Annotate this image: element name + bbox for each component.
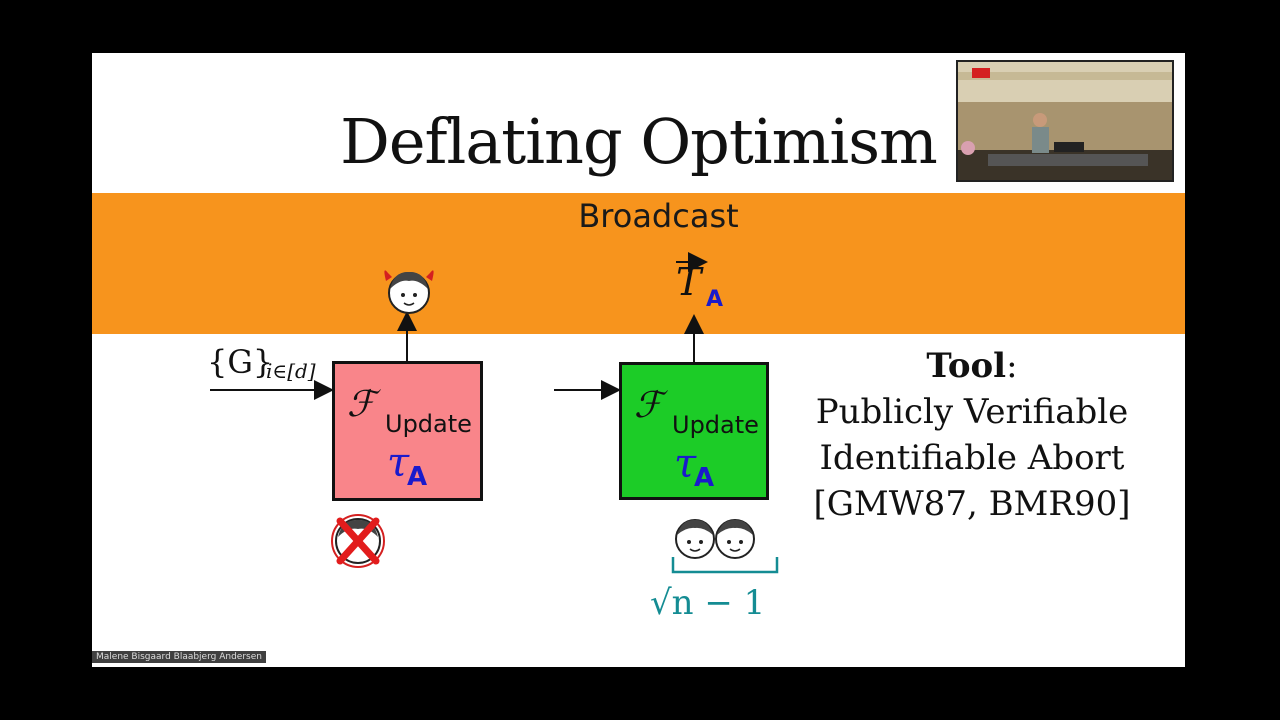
slide-title: Deflating Optimism xyxy=(340,105,938,178)
tool-line: Publicly Verifiable xyxy=(815,392,1129,432)
group-size-label: √n − 1 xyxy=(650,583,766,623)
functionality-label: Update xyxy=(385,410,472,438)
functionality-symbol: ℱ xyxy=(347,384,376,425)
tau-subscript: A xyxy=(694,463,715,493)
output-vector-symbol: T xyxy=(676,260,702,304)
webcam-scene xyxy=(958,62,1172,180)
tool-description: Tool: Publicly Verifiable Identifiable A… xyxy=(792,343,1152,527)
broadcast-band xyxy=(92,193,1185,334)
update-functionality-box-corrupt: ℱ Update τ A xyxy=(332,361,483,501)
input-set-subscript: i∈[d] xyxy=(266,359,316,383)
update-functionality-box-honest: ℱ Update τ A xyxy=(619,362,769,500)
tool-line: Identifiable Abort xyxy=(819,438,1125,478)
tool-heading: Tool xyxy=(926,346,1007,386)
crossed-avatar-icon xyxy=(331,514,385,568)
speaker-name-caption: Malene Bisgaard Blaabjerg Andersen xyxy=(92,651,266,663)
webcam-feed xyxy=(956,60,1174,182)
tau-subscript: A xyxy=(407,462,428,492)
broadcast-label: Broadcast xyxy=(578,197,739,235)
diagram-arrows xyxy=(210,252,779,574)
twin-avatars-icon xyxy=(675,519,755,559)
functionality-symbol: ℱ xyxy=(634,385,663,426)
tau-symbol: τ xyxy=(387,440,410,486)
devil-avatar-icon xyxy=(384,270,434,314)
tool-line: [GMW87, BMR90] xyxy=(813,484,1131,524)
input-set-label: {G} xyxy=(207,343,274,381)
output-vector-subscript: A xyxy=(706,287,724,312)
tau-symbol: τ xyxy=(674,441,697,487)
functionality-label: Update xyxy=(672,411,759,439)
